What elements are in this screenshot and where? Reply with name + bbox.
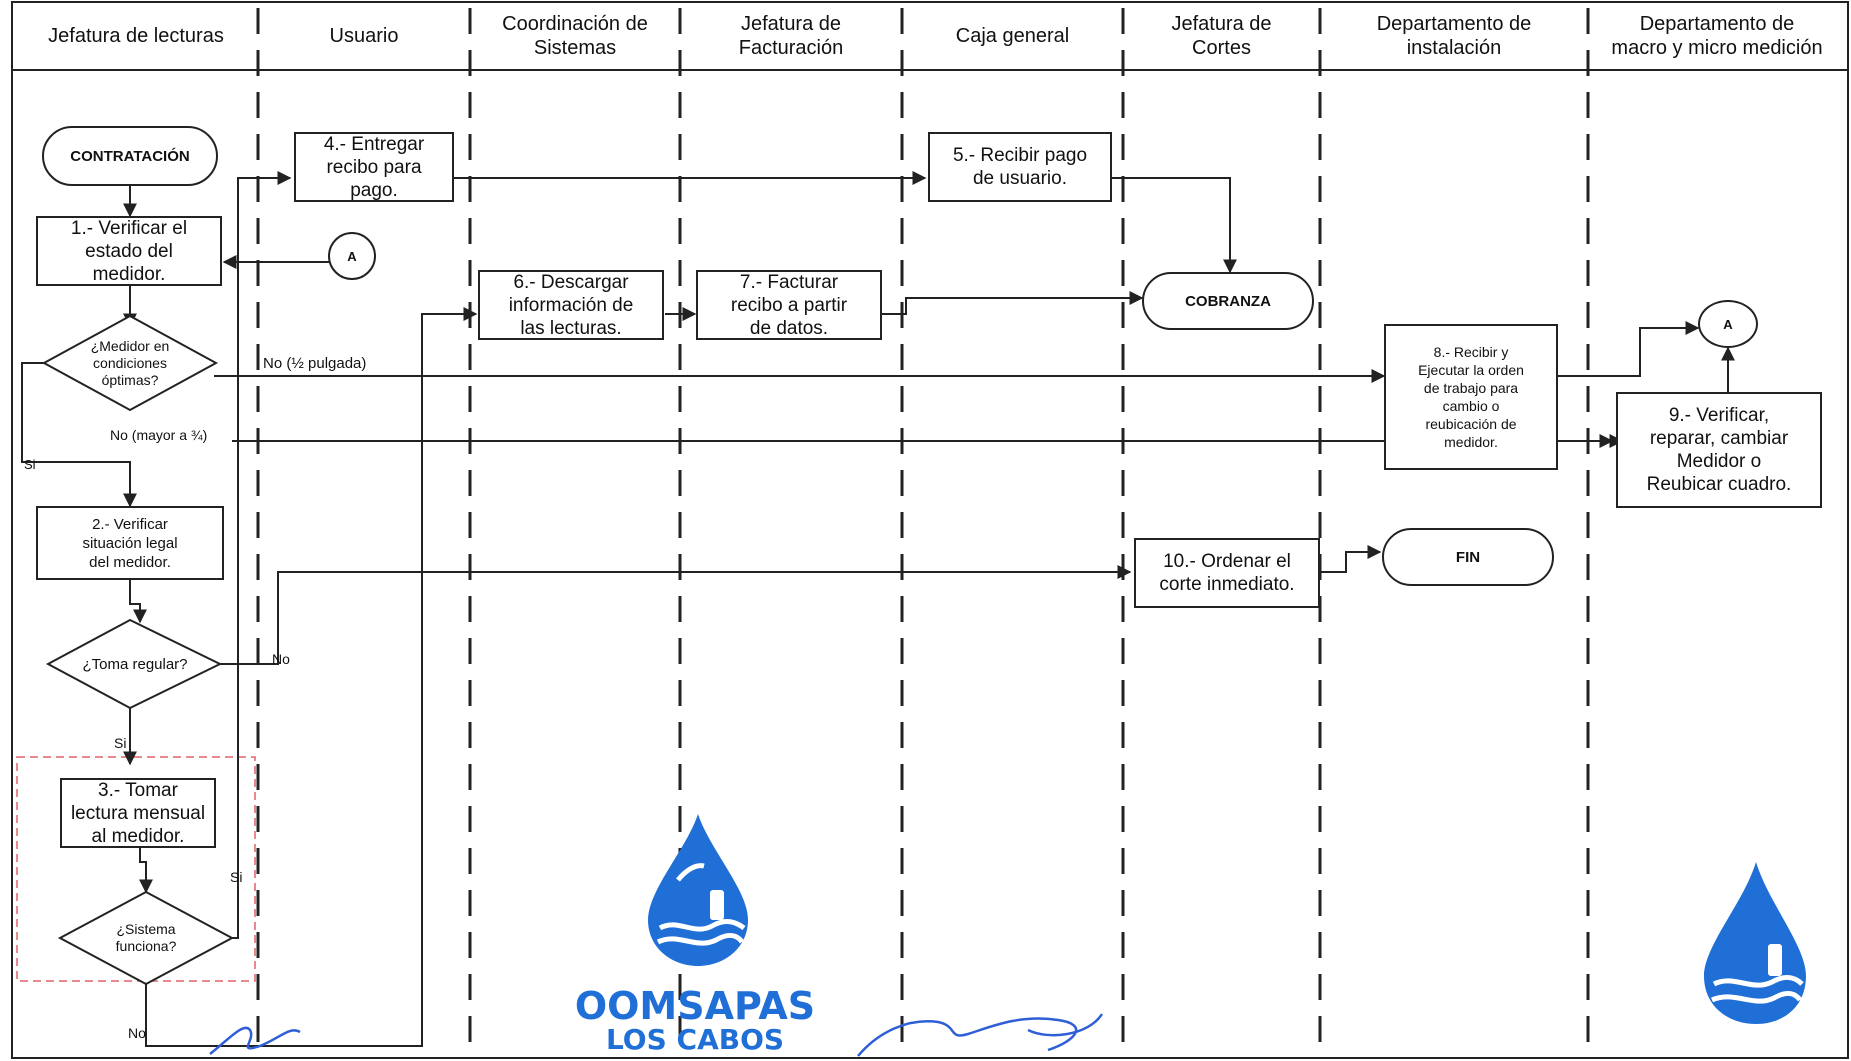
lane-header-macro-micro-medicion: Departamento de macro y micro medición — [1611, 13, 1823, 59]
edge-s3-d3 — [139, 848, 153, 894]
edge-d3-si — [232, 171, 292, 939]
water-drop-logo-icon — [648, 814, 748, 966]
step-1-verificar-estado: 1.- Verificar el estado del medidor. — [36, 216, 222, 286]
step-10-ordenar-corte: 10.- Ordenar el corte inmediato. — [1134, 538, 1320, 608]
signature-right — [857, 1013, 1104, 1057]
edge-d3-no — [145, 307, 478, 1047]
lane-header-jefatura-cortes: Jefatura de Cortes — [1171, 13, 1272, 59]
edge-s10-fin — [1320, 545, 1382, 573]
decision-medidor-optimas: ¿Medidor en condiciones óptimas? — [90, 337, 170, 388]
decision-toma-shape — [45, 618, 223, 710]
signature-left — [209, 1026, 301, 1055]
diagram-frame — [11, 1, 1849, 1059]
step-9-verificar-reparar: 9.- Verificar, reparar, cambiar Medidor … — [1616, 392, 1822, 508]
edge-label-si-d2: Si — [114, 735, 127, 751]
step-5-recibir-pago: 5.- Recibir pago de usuario. — [928, 132, 1112, 202]
edge-s5-cobranza — [1108, 177, 1237, 274]
lane-header-caja-general: Caja general — [955, 25, 1070, 47]
logo-line-1: OOMSAPAS — [574, 984, 816, 1028]
edge-label-si-d3: Si — [230, 869, 243, 885]
step-7-facturar-recibo: 7.- Facturar recibo a partir de datos. — [696, 270, 882, 340]
terminal-cobranza: COBRANZA — [1142, 272, 1314, 330]
decision-sistema-funciona: ¿Sistema funciona? — [115, 921, 177, 954]
edge-s7-cobranza — [880, 291, 1144, 315]
water-drop-emblem-icon — [1704, 862, 1806, 1024]
lane-header-jefatura-facturacion: Jefatura de Facturación — [738, 13, 844, 59]
step-2-verificar-situacion: 2.- Verificar situación legal del medido… — [36, 506, 224, 580]
step-8-recibir-ejecutar-orden: 8.- Recibir y Ejecutar la orden de traba… — [1384, 324, 1558, 470]
step-3-tomar-lectura: 3.- Tomar lectura mensual al medidor. — [60, 778, 216, 848]
edge-label-no-d3: No — [128, 1025, 146, 1041]
terminal-fin: FIN — [1382, 528, 1554, 586]
edge-label-no-mayor: No (mayor a ¾) — [110, 427, 208, 443]
step-4-entregar-recibo: 4.- Entregar recibo para pago. — [294, 132, 454, 202]
logo-line-2: LOS CABOS — [605, 1023, 785, 1056]
edge-label-no-half: No (½ pulgada) — [263, 355, 367, 372]
lane-header-departamento-instalacion: Departamento de instalación — [1376, 13, 1532, 59]
edge-d1-si — [21, 362, 137, 508]
decision-toma-regular: ¿Toma regular? — [82, 656, 188, 673]
edge-label-no-d2: No — [272, 651, 290, 667]
lane-header-jefatura-lecturas: Jefatura de lecturas — [48, 25, 224, 47]
lane-header-usuario: Usuario — [329, 25, 399, 47]
connector-a-left: A — [328, 232, 376, 280]
edge-d2-no — [220, 565, 1132, 665]
edge-label-si-d1: Si — [24, 457, 36, 472]
edge-s8-a — [1556, 321, 1700, 377]
edge-s2-d2 — [129, 580, 147, 624]
decision-sistema-shape — [57, 890, 235, 986]
lane-dividers — [256, 8, 1590, 1058]
step-6-descargar-informacion: 6.- Descargar información de las lectura… — [478, 270, 664, 340]
terminal-contratacion: CONTRATACIÓN — [42, 126, 218, 186]
decision-medidor-shape — [41, 314, 219, 412]
connector-a-right: A — [1698, 300, 1758, 348]
lane-header-coordinacion-sistemas: Coordinación de Sistemas — [502, 13, 648, 59]
